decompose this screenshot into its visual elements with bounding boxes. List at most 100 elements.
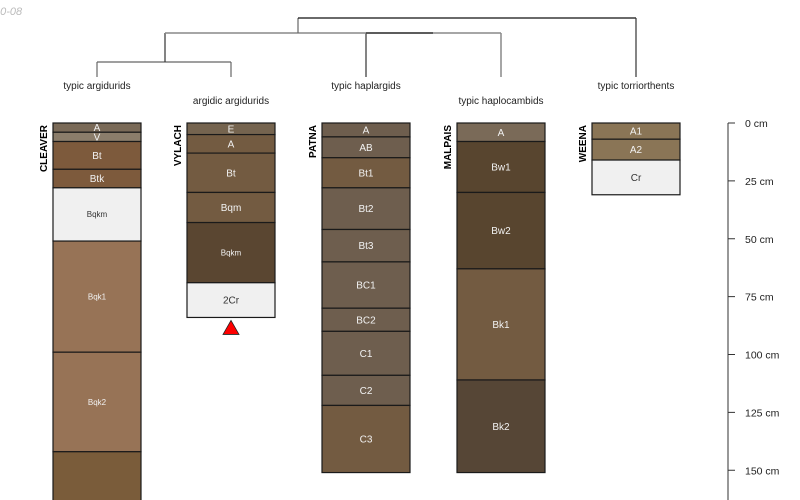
corner-label: 10-08 [0, 6, 23, 18]
horizon: 2Cr [186, 282, 276, 319]
horizon [52, 451, 142, 500]
horizon-label: A [498, 128, 505, 139]
profile-name: PATNA [308, 125, 319, 158]
horizon-block [321, 404, 411, 474]
horizon: Bqkm [52, 187, 142, 242]
axis-tick-label: 150 cm [745, 465, 780, 477]
axis-tick-label: 75 cm [745, 292, 774, 304]
horizon: Bk2 [456, 379, 546, 474]
horizon-label: E [228, 124, 235, 135]
horizon-label: BC1 [356, 281, 376, 292]
axis-tick-label: 25 cm [745, 176, 774, 188]
horizon-block [52, 451, 142, 500]
depth-axis: 0 cm 25 cm 50 cm 75 cm 100 cm 125 cm 150 cm [727, 118, 780, 500]
horizon: A [321, 122, 411, 138]
horizon: C2 [321, 374, 411, 407]
horizon: Bqk2 [52, 351, 142, 453]
taxon-label: typic haplargids [331, 81, 400, 92]
horizon-label: Bk2 [492, 422, 510, 433]
bottom-marker-icon [222, 319, 240, 335]
horizon-label: Bt3 [358, 241, 373, 252]
horizon-block [321, 228, 411, 263]
horizon: A [186, 133, 276, 154]
horizon: Bw2 [456, 191, 546, 270]
horizon: Bt3 [321, 228, 411, 263]
horizon-label: Bt1 [358, 168, 373, 179]
taxon-label: typic argidurids [63, 81, 130, 92]
horizon-label: Bqkm [87, 210, 108, 219]
dendrogram [96, 17, 637, 77]
horizon-label: BC2 [356, 315, 376, 326]
horizon: A1 [591, 122, 681, 140]
horizon-label: Cr [631, 173, 642, 184]
horizon: C3 [321, 404, 411, 474]
horizon: A [456, 122, 546, 143]
horizon-label: Bt [92, 151, 102, 162]
horizon-label: AB [359, 143, 373, 154]
profile-name: CLEAVER [39, 124, 50, 172]
horizon-block [186, 191, 276, 224]
axis-tick-label: 100 cm [745, 350, 780, 362]
horizon-label: A [228, 139, 235, 150]
horizon-block [321, 330, 411, 376]
horizon: A2 [591, 138, 681, 161]
horizon-label: Bqk1 [88, 292, 107, 301]
profile-name: WEENA [578, 125, 589, 162]
horizon: Bk1 [456, 268, 546, 381]
horizon-block [321, 261, 411, 309]
horizon-block [591, 159, 681, 196]
horizon-label: Bt [226, 168, 236, 179]
horizon-label: 2Cr [223, 296, 240, 307]
horizon-block [186, 282, 276, 319]
axis-tick-label: 125 cm [745, 407, 780, 419]
axis-tick-label: 50 cm [745, 234, 774, 246]
horizon: Cr [591, 159, 681, 196]
horizon-label: A [363, 125, 370, 136]
horizon: Bw1 [456, 140, 546, 194]
taxon-label: typic haplocambids [458, 96, 543, 107]
horizon-label: Bqm [221, 203, 242, 214]
horizon: Bt [186, 152, 276, 194]
horizon-label: A2 [630, 145, 643, 156]
horizon: Bqk1 [52, 240, 142, 353]
horizon-label: A [94, 123, 101, 134]
taxon-label: argidic argidurids [193, 96, 269, 107]
taxon-label: typic torriorthents [598, 81, 675, 92]
horizon-block [52, 187, 142, 242]
horizon: Bqm [186, 191, 276, 224]
horizon-label: Bw2 [491, 226, 511, 237]
horizon: Bt1 [321, 157, 411, 189]
horizon-block [186, 221, 276, 284]
horizon: C1 [321, 330, 411, 376]
horizon-label: V [94, 132, 101, 143]
horizon: E [186, 122, 276, 135]
horizon: Bt [52, 140, 142, 170]
horizon-label: Bt2 [358, 204, 373, 215]
horizon: BC1 [321, 261, 411, 309]
horizon-label: C1 [360, 349, 373, 360]
profile-name: MALPAIS [443, 125, 454, 170]
horizon: Bqkm [186, 221, 276, 284]
profile-name: VYLACH [173, 125, 184, 166]
horizon: Bt2 [321, 187, 411, 231]
horizon: Btk [52, 168, 142, 189]
axis-tick-label: 0 cm [745, 118, 768, 130]
horizon: AB [321, 136, 411, 159]
horizon-label: Bk1 [492, 320, 510, 331]
horizon-block [456, 140, 546, 194]
horizon-label: C2 [360, 386, 373, 397]
horizon-label: Btk [90, 174, 105, 185]
horizon-label: Bqkm [221, 248, 242, 257]
horizon-label: Bw1 [491, 162, 511, 173]
horizon: BC2 [321, 307, 411, 332]
horizon-label: Bqk2 [88, 398, 107, 407]
horizon-block [456, 379, 546, 474]
horizon-label: C3 [360, 434, 373, 445]
